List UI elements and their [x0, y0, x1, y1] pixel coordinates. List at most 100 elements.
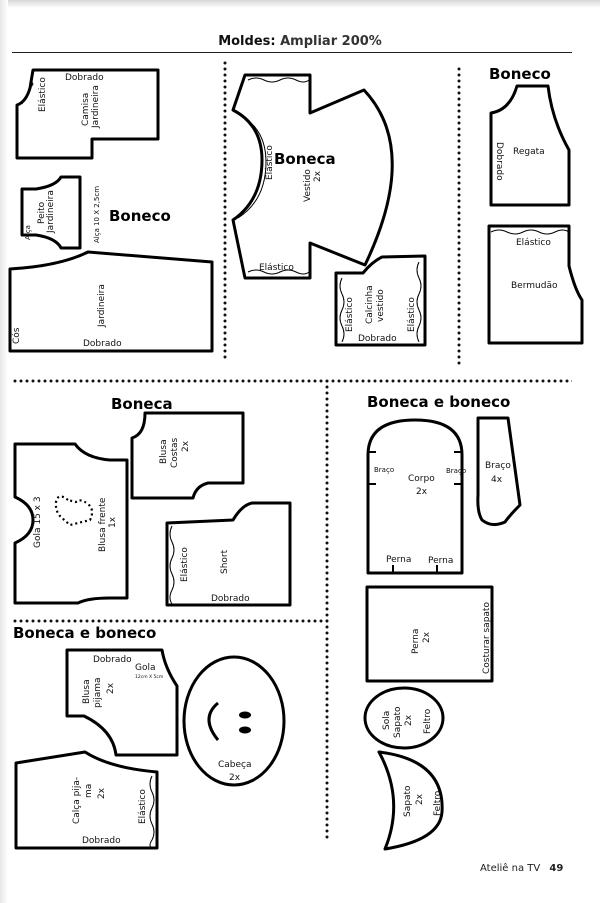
label-calca-pijama-name-2: ma: [84, 784, 94, 798]
pattern-blusa-frente: [13, 442, 129, 605]
pattern-blusa-costas: [130, 411, 245, 500]
label-perna-name: Perna: [411, 629, 421, 654]
pattern-cabeca: [182, 655, 286, 787]
pattern-regata: [489, 84, 571, 207]
label-perna-qty: 2x: [422, 631, 432, 643]
label-corpo-name: Corpo: [408, 474, 435, 484]
label-calcinha-fold: Dobrado: [358, 334, 397, 344]
label-cabeca-name: Cabeça: [218, 760, 252, 770]
pattern-blusa-pijama: [65, 648, 179, 757]
pattern-sapato: [377, 750, 444, 851]
section-title-boneco-top-left: Boneco: [109, 207, 171, 225]
pattern-camisa-jardineira: [15, 68, 160, 160]
label-jardineira-waistband: Cós: [11, 327, 22, 344]
label-sola-line1: Sola: [382, 711, 392, 730]
dotted-dividers: [12, 60, 572, 840]
label-blusa-costas-qty: 2x: [181, 440, 191, 452]
label-vestido-elastic-sleeve: Elástico: [259, 263, 294, 273]
label-corpo-arm-left: Braço: [374, 466, 394, 474]
label-corpo-leg-right: Perna: [428, 556, 453, 566]
divider-horizontal-middle: [12, 377, 572, 383]
label-jardineira-name: Jardineira: [97, 284, 107, 328]
pattern-short: [165, 501, 292, 607]
label-corpo-arm-right: Braço: [446, 467, 466, 475]
page-footer: Ateliê na TV 49: [480, 863, 563, 874]
pattern-bermudao: [487, 224, 584, 345]
label-sola-material: Feltro: [423, 708, 433, 734]
cabeca-eye-top: [239, 711, 251, 719]
page-top-edge: [0, 0, 600, 8]
label-braco-name: Braço: [485, 461, 511, 471]
label-blusa-pijama-collar-size: 12cm X 5cm: [135, 674, 163, 680]
label-short-elastic: Elástico: [180, 547, 190, 582]
label-sapato-qty: 2x: [415, 793, 425, 805]
label-regata-fold: Dobrado: [494, 142, 504, 181]
label-peito-strap-size: Alça 10 X 2,5cm: [93, 186, 101, 243]
label-blusa-costas-name-1: Blusa: [159, 439, 169, 464]
cabeca-eye-bottom: [239, 726, 251, 734]
pattern-sola-sapato: [363, 686, 445, 750]
label-blusa-frente-collar: Gola 15 x 3: [33, 496, 43, 548]
label-calca-pijama-elastic: Elástico: [138, 789, 148, 824]
label-blusa-frente-qty: 1x: [108, 516, 118, 528]
pattern-calca-pijama: [14, 750, 159, 850]
pattern-corpo: [366, 418, 464, 575]
page-title-bold: Moldes:: [218, 34, 276, 49]
label-sola-line2: Sapato: [393, 706, 403, 738]
pattern-calcinha-vestido: [334, 254, 427, 347]
label-sapato-name: Sapato: [403, 785, 413, 817]
label-corpo-qty: 2x: [416, 487, 428, 497]
label-peito-strap: Alça: [24, 225, 32, 240]
pattern-vestido: [231, 73, 394, 280]
label-vestido-qty: 2x: [313, 170, 323, 182]
section-title-boneco-top-right: Boneco: [489, 65, 551, 83]
section-title-boneca-middle: Boneca: [111, 395, 173, 413]
label-sola-qty: 2x: [404, 714, 414, 726]
label-bermudao-name: Bermudão: [511, 281, 558, 291]
label-vestido-elastic-neck: Elástico: [265, 145, 275, 180]
label-short-name: Short: [220, 549, 230, 574]
section-title-boneca-e-boneco-right: Boneca e boneco: [367, 393, 510, 411]
label-regata-name: Regata: [513, 147, 545, 157]
page-left-edge: [0, 0, 8, 903]
footer-page-number: 49: [549, 863, 564, 874]
label-perna-note: Costurar sapato: [482, 602, 492, 674]
pattern-perna: [365, 585, 494, 683]
label-camisa-name-2: Jardineira: [91, 85, 101, 129]
label-jardineira-fold: Dobrado: [83, 339, 122, 349]
header-rule: [12, 52, 572, 53]
label-camisa-elastic: Elástico: [38, 77, 48, 112]
label-blusa-pijama-name-2: pijama: [93, 677, 103, 708]
label-corpo-leg-left: Perna: [386, 555, 411, 565]
label-sapato-material: Feltro: [433, 790, 443, 816]
label-peito-name-2: Jardineira: [46, 190, 56, 234]
label-camisa-name-1: Camisa: [81, 93, 91, 126]
label-blusa-pijama-name-1: Blusa: [82, 679, 92, 704]
pattern-peito-jardineira: [20, 175, 82, 250]
divider-vertical-top-right: [455, 66, 461, 366]
cabeca-eyes: [239, 711, 251, 734]
section-title-boneca-e-boneco-left: Boneca e boneco: [13, 624, 156, 642]
label-braco-qty: 4x: [491, 475, 503, 485]
label-blusa-pijama-collar: Gola: [135, 663, 156, 673]
label-vestido-name: Vestido: [303, 169, 313, 202]
label-calca-pijama-fold: Dobrado: [82, 836, 121, 846]
divider-vertical-top-left: [221, 60, 227, 360]
label-blusa-frente-name: Blusa frente: [98, 497, 108, 552]
label-cabeca-qty: 2x: [229, 773, 241, 783]
label-calcinha-elastic-left: Elástico: [345, 297, 355, 332]
section-title-boneca-top-middle: Boneca: [274, 150, 336, 168]
page-title: Moldes: Ampliar 200%: [0, 34, 600, 49]
pattern-jardineira: [8, 250, 214, 353]
page-title-rest: Ampliar 200%: [280, 34, 382, 49]
divider-horizontal-lower-left: [12, 618, 328, 624]
label-calcinha-name-2: vestido: [376, 289, 386, 322]
label-short-fold: Dobrado: [211, 594, 250, 604]
footer-magazine: Ateliê na TV: [480, 863, 541, 874]
label-camisa-fold: Dobrado: [65, 73, 104, 83]
label-blusa-pijama-qty: 2x: [106, 682, 116, 694]
label-calcinha-name-1: Calcinha: [365, 285, 375, 324]
label-blusa-costas-name-2: Costas: [170, 437, 180, 468]
label-blusa-pijama-fold: Dobrado: [93, 655, 132, 665]
